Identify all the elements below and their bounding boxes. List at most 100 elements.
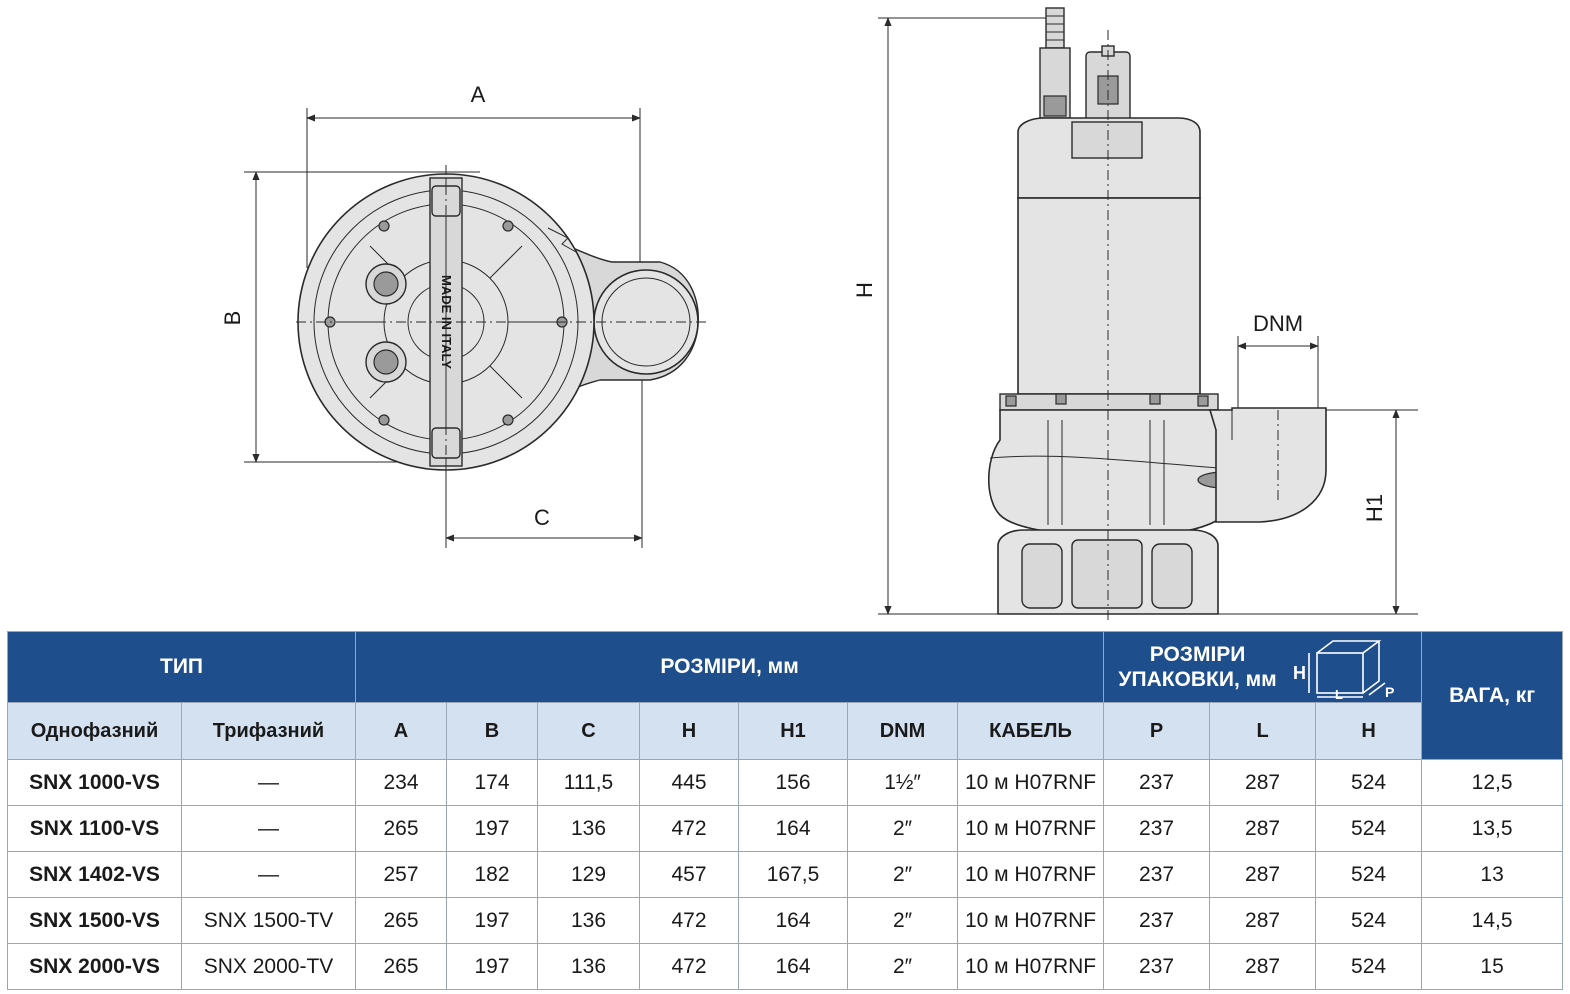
cell-a: 234 — [355, 759, 448, 806]
col-l-header: L — [1209, 702, 1317, 760]
header-row: ТИП РОЗМІРИ, мм РОЗМІРИ УПАКОВКИ, мм — [6, 631, 1564, 760]
cell-ph: 524 — [1315, 805, 1423, 852]
cell-weight: 13 — [1421, 851, 1564, 898]
table-row: SNX 1402-VS — 257 182 129 457 167,5 2″ 1… — [7, 851, 1564, 898]
cell-a: 265 — [355, 805, 448, 852]
box-icon-h: H — [1293, 663, 1306, 683]
cell-ph: 524 — [1315, 943, 1423, 990]
cell-cable: 10 м H07RNF — [957, 943, 1105, 990]
col-b-header: B — [446, 702, 539, 760]
top-view: A B C — [220, 82, 710, 548]
dim-b-label: B — [220, 311, 245, 326]
cell-dnm: 2″ — [847, 805, 959, 852]
cell-c: 111,5 — [537, 759, 641, 806]
box-icon-l: L — [1335, 687, 1343, 699]
technical-drawing: A B C — [220, 7, 1418, 624]
table-row: SNX 1000-VS — 234 174 111,5 445 156 1½″ … — [7, 759, 1564, 806]
cell-single: SNX 2000-VS — [7, 943, 182, 990]
cell-single: SNX 1100-VS — [7, 805, 182, 852]
cell-ph: 524 — [1315, 851, 1423, 898]
col-h-header: H — [639, 702, 740, 760]
cell-three: SNX 2000-TV — [180, 943, 357, 990]
cell-l: 287 — [1209, 897, 1317, 944]
cell-cable: 10 м H07RNF — [957, 805, 1105, 852]
side-view: H H1 DNM — [852, 7, 1418, 624]
cell-h1: 164 — [738, 805, 849, 852]
cell-dnm: 2″ — [847, 851, 959, 898]
cell-c: 129 — [537, 851, 641, 898]
dim-c-label: C — [534, 505, 550, 530]
cell-cable: 10 м H07RNF — [957, 851, 1105, 898]
col-dnm-header: DNM — [847, 702, 959, 760]
cell-weight: 14,5 — [1421, 897, 1564, 944]
table-row: SNX 2000-VS SNX 2000-TV 265 197 136 472 … — [7, 943, 1564, 990]
cell-ph: 524 — [1315, 897, 1423, 944]
cell-c: 136 — [537, 805, 641, 852]
packaging-header-line1: РОЗМІРИ — [1149, 642, 1246, 666]
cell-b: 197 — [446, 897, 539, 944]
cell-a: 265 — [355, 943, 448, 990]
cell-three: — — [180, 851, 357, 898]
cell-h1: 156 — [738, 759, 849, 806]
cell-b: 197 — [446, 943, 539, 990]
col-cable-header: КАБЕЛЬ — [957, 702, 1105, 760]
cell-l: 287 — [1209, 943, 1317, 990]
three-phase-header: Трифазний — [180, 702, 357, 760]
cell-l: 287 — [1209, 805, 1317, 852]
cell-a: 257 — [355, 851, 448, 898]
cell-cable: 10 м H07RNF — [957, 897, 1105, 944]
table-row: SNX 1500-VS SNX 1500-TV 265 197 136 472 … — [7, 897, 1564, 944]
col-h1-header: H1 — [738, 702, 849, 760]
cell-dnm: 2″ — [847, 897, 959, 944]
col-a-header: A — [355, 702, 448, 760]
cell-three: — — [180, 805, 357, 852]
cell-a: 265 — [355, 897, 448, 944]
cell-weight: 15 — [1421, 943, 1564, 990]
cell-p: 237 — [1103, 851, 1211, 898]
box-icon-p: P — [1385, 684, 1394, 699]
cell-h1: 167,5 — [738, 851, 849, 898]
dim-dnm-label: DNM — [1253, 311, 1303, 336]
cell-b: 174 — [446, 759, 539, 806]
subheader-row: Однофазний Трифазний A B C H H1 DNM КАБЕ… — [7, 702, 1563, 760]
cell-weight: 12,5 — [1421, 759, 1564, 806]
cell-b: 182 — [446, 851, 539, 898]
cell-p: 237 — [1103, 943, 1211, 990]
cell-p: 237 — [1103, 759, 1211, 806]
cell-single: SNX 1402-VS — [7, 851, 182, 898]
weight-header: ВАГА, кг — [1421, 631, 1564, 760]
cell-h1: 164 — [738, 943, 849, 990]
cell-h: 472 — [639, 805, 740, 852]
col-ph-header: H — [1315, 702, 1423, 760]
made-in-italy-label: MADE IN ITALY — [439, 275, 454, 369]
dim-h-label: H — [852, 282, 877, 298]
single-phase-header: Однофазний — [7, 702, 182, 760]
cell-single: SNX 1000-VS — [7, 759, 182, 806]
cell-ph: 524 — [1315, 759, 1423, 806]
cell-c: 136 — [537, 897, 641, 944]
cell-l: 287 — [1209, 759, 1317, 806]
cell-c: 136 — [537, 943, 641, 990]
cell-p: 237 — [1103, 805, 1211, 852]
cell-h: 445 — [639, 759, 740, 806]
cell-h: 457 — [639, 851, 740, 898]
cell-dnm: 1½″ — [847, 759, 959, 806]
cell-weight: 13,5 — [1421, 805, 1564, 852]
box-icon: H L P — [1293, 640, 1394, 699]
type-header: ТИП — [6, 631, 357, 703]
spec-table: ТИП РОЗМІРИ, мм РОЗМІРИ УПАКОВКИ, мм — [6, 631, 1564, 990]
packaging-header: РОЗМІРИ УПАКОВКИ, мм H L — [1103, 631, 1423, 703]
cell-three: — — [180, 759, 357, 806]
cell-cable: 10 м H07RNF — [957, 759, 1105, 806]
dim-h1-label: H1 — [1362, 494, 1387, 522]
cell-three: SNX 1500-TV — [180, 897, 357, 944]
dim-a-label: A — [471, 82, 486, 107]
cell-l: 287 — [1209, 851, 1317, 898]
cell-dnm: 2″ — [847, 943, 959, 990]
cell-h1: 164 — [738, 897, 849, 944]
packaging-header-line2: УПАКОВКИ, мм — [1118, 668, 1277, 691]
cell-h: 472 — [639, 943, 740, 990]
table-row: SNX 1100-VS — 265 197 136 472 164 2″ 10 … — [7, 805, 1564, 852]
cell-h: 472 — [639, 897, 740, 944]
dimensions-header: РОЗМІРИ, мм — [355, 631, 1105, 703]
